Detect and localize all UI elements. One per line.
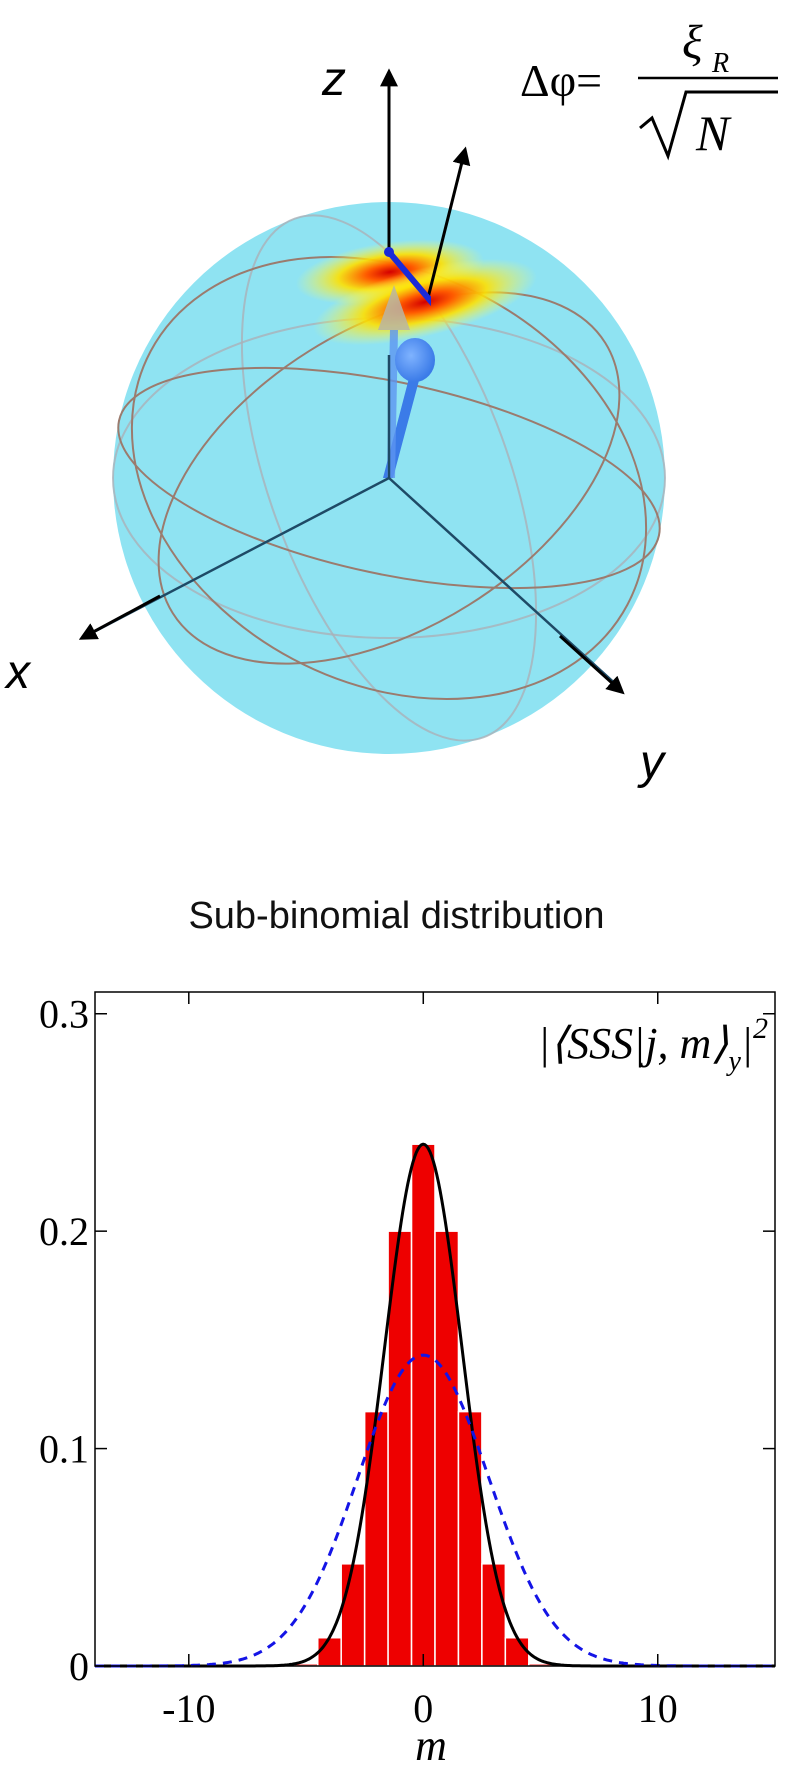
x-axis-title: m [415, 1721, 447, 1770]
svg-text:N: N [695, 105, 732, 161]
x-axis-ticks: -10 0 10 [162, 992, 678, 1731]
distribution-title: Sub-binomial distribution [188, 895, 605, 937]
plot-area [94, 991, 776, 1668]
x-tick-label: -10 [162, 1686, 215, 1731]
binomial-reference-curve [95, 1353, 775, 1668]
x-tick-label: 10 [638, 1686, 678, 1731]
squeezing-formula: Δφ= ξ R N [520, 16, 778, 161]
y-axis-arrow [558, 634, 625, 695]
svg-text:R: R [711, 48, 729, 79]
bloch-sphere-diagram: z x y Δφ= ξ R N [4, 16, 778, 789]
svg-text:Δφ=: Δφ= [520, 55, 602, 106]
y-axis-ticks: 0 0.1 0.2 0.3 [39, 992, 775, 1689]
y-tick-label: 0.2 [39, 1209, 89, 1254]
histogram-bar [317, 1636, 342, 1667]
y-tick-label: 0.3 [39, 992, 89, 1037]
x-axis-arrow [78, 594, 161, 640]
tilted-axis-arrow [426, 146, 471, 299]
histogram-bar [504, 1636, 530, 1667]
x-tick-label: 0 [413, 1686, 433, 1731]
x-axis-label: x [4, 646, 32, 699]
histogram-bar [481, 1563, 507, 1667]
y-axis-label: y [637, 736, 667, 789]
y-tick-label: 0.1 [39, 1427, 89, 1472]
plot-frame [94, 991, 776, 1667]
histogram-bar [340, 1563, 366, 1667]
distribution-chart: 0 0.1 0.2 0.3 -10 0 10 |⟨SSS|j, m⟩y|2 m [39, 991, 776, 1770]
svg-text:ξ: ξ [682, 16, 703, 69]
rotation-indicator [384, 247, 431, 307]
z-axis-label: z [321, 53, 346, 106]
y-tick-label: 0 [69, 1644, 89, 1689]
chart-legend: |⟨SSS|j, m⟩y|2 [538, 1012, 768, 1077]
axis-arrows [78, 68, 625, 695]
histogram-bar [410, 1143, 436, 1667]
